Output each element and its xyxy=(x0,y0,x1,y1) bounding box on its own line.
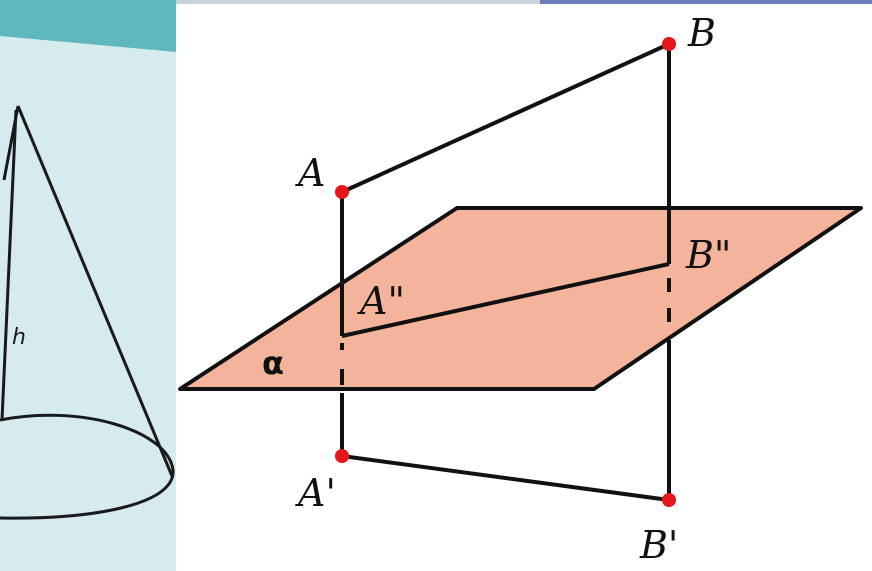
segment-AB xyxy=(341,42,670,194)
label-B: B xyxy=(687,11,716,55)
cone-height-line xyxy=(0,109,18,421)
cone-panel-band xyxy=(0,0,176,52)
segment-AprimeBprime xyxy=(341,454,670,502)
label-A-double-prime: A" xyxy=(357,279,405,323)
cone-panel-background xyxy=(0,0,176,571)
cone-panel: h xyxy=(0,0,176,571)
label-A-prime: A' xyxy=(295,471,336,515)
top-strip-accent xyxy=(540,0,872,4)
point-B-prime xyxy=(662,493,676,507)
top-strip xyxy=(176,0,872,4)
label-A: A xyxy=(295,151,325,195)
cone-slant-edge xyxy=(16,105,174,477)
label-B-double-prime: B" xyxy=(685,233,731,277)
segment-AdoubleprimeBdoubleprime xyxy=(341,262,670,338)
cone-base-ellipse xyxy=(0,413,175,520)
label-B-prime: B' xyxy=(639,523,678,567)
segments xyxy=(340,42,671,502)
point-A-prime xyxy=(335,449,349,463)
point-B xyxy=(662,37,676,51)
cone-height-label: h xyxy=(12,325,26,350)
points xyxy=(335,37,676,507)
point-A xyxy=(335,185,349,199)
cone-figure xyxy=(0,105,175,520)
label-plane-alpha: α xyxy=(262,344,284,382)
